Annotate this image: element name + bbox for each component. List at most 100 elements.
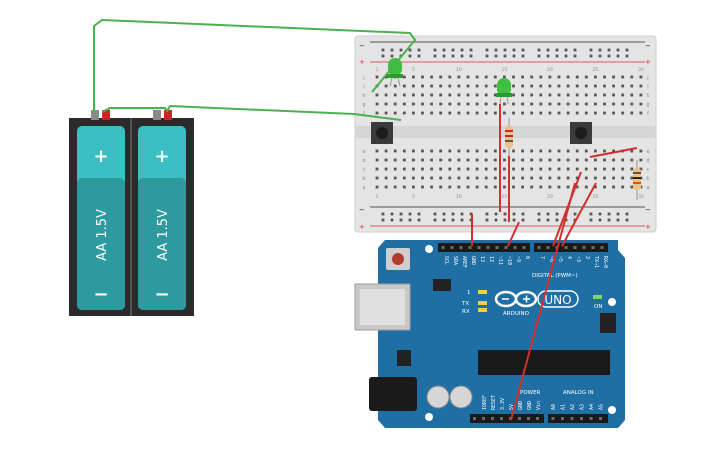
breadboard-hole[interactable] — [512, 93, 515, 97]
breadboard-hole[interactable] — [439, 111, 443, 115]
rail-hole[interactable] — [442, 54, 446, 58]
breadboard-hole[interactable] — [630, 102, 634, 106]
breadboard-hole[interactable] — [384, 75, 388, 79]
breadboard-hole[interactable] — [457, 84, 461, 88]
breadboard-hole[interactable] — [448, 102, 452, 106]
breadboard-hole[interactable] — [512, 149, 515, 153]
header-pin-hole[interactable] — [486, 246, 490, 249]
breadboard-hole[interactable] — [457, 111, 461, 115]
rail-hole[interactable] — [512, 54, 516, 58]
breadboard-hole[interactable] — [603, 149, 606, 153]
breadboard-hole[interactable] — [421, 111, 424, 115]
rail-hole[interactable] — [555, 212, 559, 216]
breadboard-hole[interactable] — [430, 102, 433, 106]
header-pin-hole[interactable] — [570, 417, 574, 420]
header-pin-hole[interactable] — [546, 246, 550, 249]
rail-hole[interactable] — [512, 48, 516, 52]
breadboard-hole[interactable] — [484, 75, 488, 79]
breadboard-hole[interactable] — [603, 167, 606, 171]
breadboard-hole[interactable] — [421, 167, 424, 171]
header-pin-hole[interactable] — [589, 417, 593, 420]
breadboard-hole[interactable] — [566, 185, 570, 189]
breadboard-hole[interactable] — [439, 102, 443, 106]
rail-hole[interactable] — [521, 54, 525, 58]
rail-hole[interactable] — [417, 212, 421, 216]
breadboard-hole[interactable] — [521, 158, 524, 162]
breadboard-hole[interactable] — [521, 93, 524, 97]
breadboard-hole[interactable] — [575, 149, 579, 153]
breadboard-hole[interactable] — [448, 176, 452, 180]
breadboard-hole[interactable] — [484, 149, 488, 153]
breadboard-hole[interactable] — [484, 102, 488, 106]
breadboard-hole[interactable] — [630, 111, 634, 115]
rail-hole[interactable] — [598, 212, 602, 216]
rail-hole[interactable] — [390, 212, 394, 216]
rail-hole[interactable] — [564, 54, 568, 58]
breadboard-hole[interactable] — [530, 185, 534, 189]
rail-hole[interactable] — [417, 54, 421, 58]
breadboard-hole[interactable] — [384, 149, 388, 153]
breadboard-hole[interactable] — [430, 75, 433, 79]
rail-hole[interactable] — [494, 48, 498, 52]
breadboard-hole[interactable] — [475, 158, 479, 162]
breadboard-hole[interactable] — [448, 111, 452, 115]
rail-hole[interactable] — [616, 54, 620, 58]
breadboard-hole[interactable] — [584, 93, 588, 97]
rail-hole[interactable] — [381, 48, 385, 52]
breadboard-hole[interactable] — [612, 75, 615, 79]
rail-hole[interactable] — [546, 212, 550, 216]
breadboard-hole[interactable] — [439, 149, 443, 153]
breadboard-hole[interactable] — [548, 102, 552, 106]
header-pin-hole[interactable] — [459, 246, 463, 249]
breadboard-hole[interactable] — [630, 185, 634, 189]
breadboard-hole[interactable] — [621, 84, 625, 88]
breadboard-hole[interactable] — [484, 185, 488, 189]
rail-hole[interactable] — [625, 48, 629, 52]
breadboard-hole[interactable] — [402, 167, 406, 171]
rail-hole[interactable] — [564, 48, 568, 52]
rail-hole[interactable] — [417, 218, 421, 222]
breadboard-hole[interactable] — [466, 158, 470, 162]
header-pin-hole[interactable] — [522, 246, 526, 249]
breadboard-hole[interactable] — [584, 158, 588, 162]
breadboard-hole[interactable] — [466, 111, 470, 115]
rail-hole[interactable] — [408, 48, 412, 52]
breadboard-hole[interactable] — [584, 75, 588, 79]
breadboard-hole[interactable] — [430, 176, 433, 180]
breadboard-hole[interactable] — [594, 158, 597, 162]
breadboard-hole[interactable] — [575, 185, 579, 189]
breadboard-hole[interactable] — [630, 176, 634, 180]
breadboard-hole[interactable] — [594, 111, 597, 115]
breadboard-hole[interactable] — [521, 176, 524, 180]
breadboard-hole[interactable] — [503, 102, 506, 106]
rail-hole[interactable] — [503, 218, 507, 222]
breadboard-hole[interactable] — [575, 167, 579, 171]
rail-hole[interactable] — [503, 54, 507, 58]
breadboard-hole[interactable] — [484, 84, 488, 88]
breadboard-hole[interactable] — [421, 102, 424, 106]
rail-hole[interactable] — [555, 218, 559, 222]
rail-hole[interactable] — [399, 48, 403, 52]
breadboard-hole[interactable] — [402, 158, 406, 162]
breadboard-hole[interactable] — [439, 93, 443, 97]
header-pin-hole[interactable] — [564, 246, 568, 249]
breadboard-hole[interactable] — [466, 176, 470, 180]
breadboard-hole[interactable] — [566, 158, 570, 162]
breadboard-hole[interactable] — [603, 84, 606, 88]
breadboard-hole[interactable] — [421, 84, 424, 88]
rail-hole[interactable] — [573, 48, 577, 52]
rail-hole[interactable] — [625, 212, 629, 216]
breadboard-hole[interactable] — [384, 176, 388, 180]
rail-hole[interactable] — [433, 212, 437, 216]
breadboard-hole[interactable] — [384, 93, 388, 97]
breadboard-hole[interactable] — [603, 111, 606, 115]
rail-hole[interactable] — [589, 218, 593, 222]
pushbutton-left[interactable] — [371, 122, 393, 144]
breadboard-hole[interactable] — [584, 111, 588, 115]
breadboard-hole[interactable] — [384, 185, 388, 189]
breadboard-hole[interactable] — [539, 149, 543, 153]
breadboard-hole[interactable] — [430, 158, 433, 162]
breadboard-hole[interactable] — [503, 185, 506, 189]
rail-hole[interactable] — [460, 218, 464, 222]
breadboard-hole[interactable] — [594, 185, 597, 189]
